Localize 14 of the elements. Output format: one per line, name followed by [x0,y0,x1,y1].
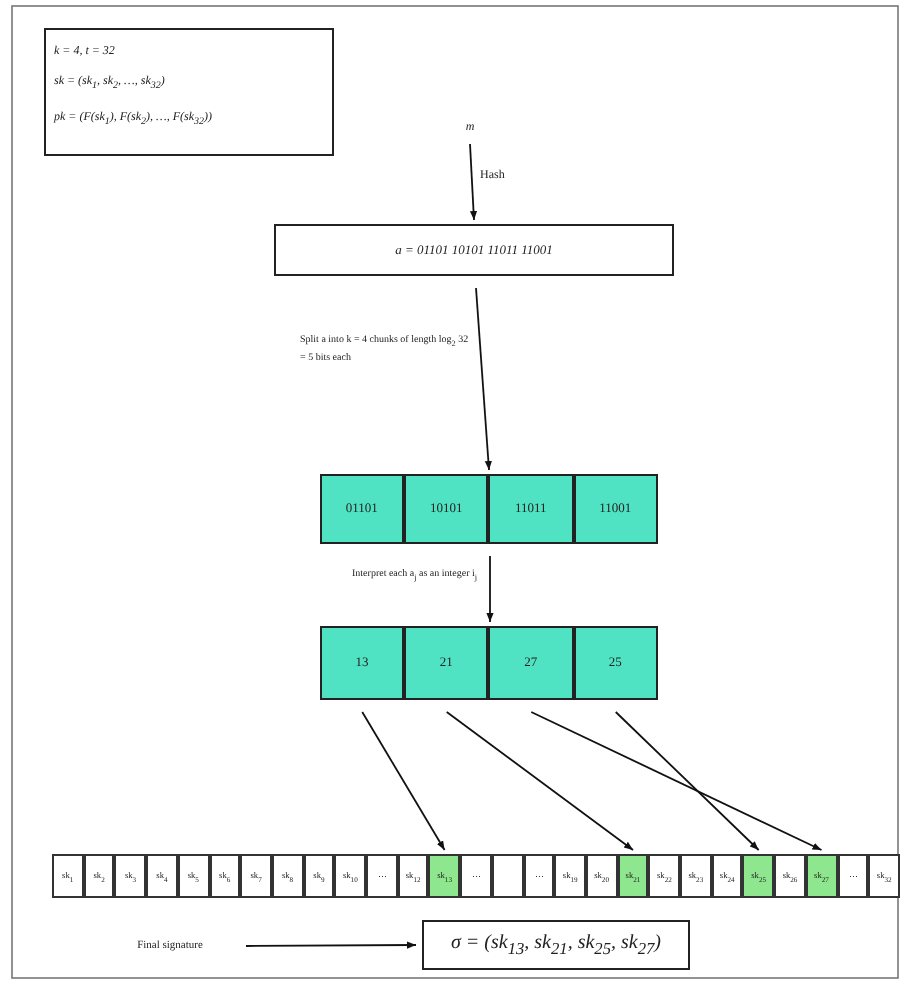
arrow [475,287,492,471]
parameter-box [44,28,334,156]
chunk-row [320,474,658,544]
arrow [361,711,446,851]
arrow [245,941,417,949]
key-cell-row [52,854,900,898]
empty-cell [491,854,524,898]
integer-row [320,626,658,700]
arrow [469,143,478,221]
arrow [530,711,823,851]
arrow [486,555,494,623]
arrow [445,711,634,851]
signature-box: σ = (sk$_{13}$, sk$_{21}$, sk$_{25}$, sk$_{27}$) [422,920,690,970]
arrow [614,711,760,851]
